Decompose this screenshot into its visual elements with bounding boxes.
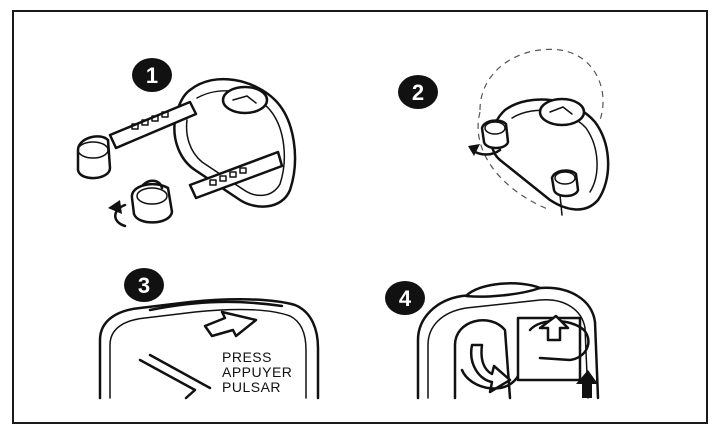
step-4-device-illustration <box>416 282 600 400</box>
press-label: PRESS <box>222 349 272 365</box>
pulsar-label: PULSAR <box>222 379 281 395</box>
step-3-badge: 3 <box>124 268 164 302</box>
step-1-holder-illustration <box>76 77 297 228</box>
step-1-badge: 1 <box>132 58 172 92</box>
appuyer-label: APPUYER <box>222 364 292 380</box>
step-2-number: 2 <box>412 80 424 105</box>
step-1-panel: 1 <box>76 58 297 228</box>
step-1-number: 1 <box>146 63 158 88</box>
step-4-number: 4 <box>399 286 412 311</box>
step-4-panel: 4 <box>385 281 600 400</box>
step-4-badge: 4 <box>385 281 425 315</box>
step-3-panel: 3 PRESS APPUYER PULSAR <box>98 268 320 400</box>
step-3-number: 3 <box>138 273 150 298</box>
step-2-holder-illustration <box>468 48 610 216</box>
step-2-badge: 2 <box>398 75 438 109</box>
step-3-device-illustration: PRESS APPUYER PULSAR <box>98 298 320 400</box>
instruction-frame <box>12 10 708 424</box>
step-2-panel: 2 <box>398 48 610 216</box>
